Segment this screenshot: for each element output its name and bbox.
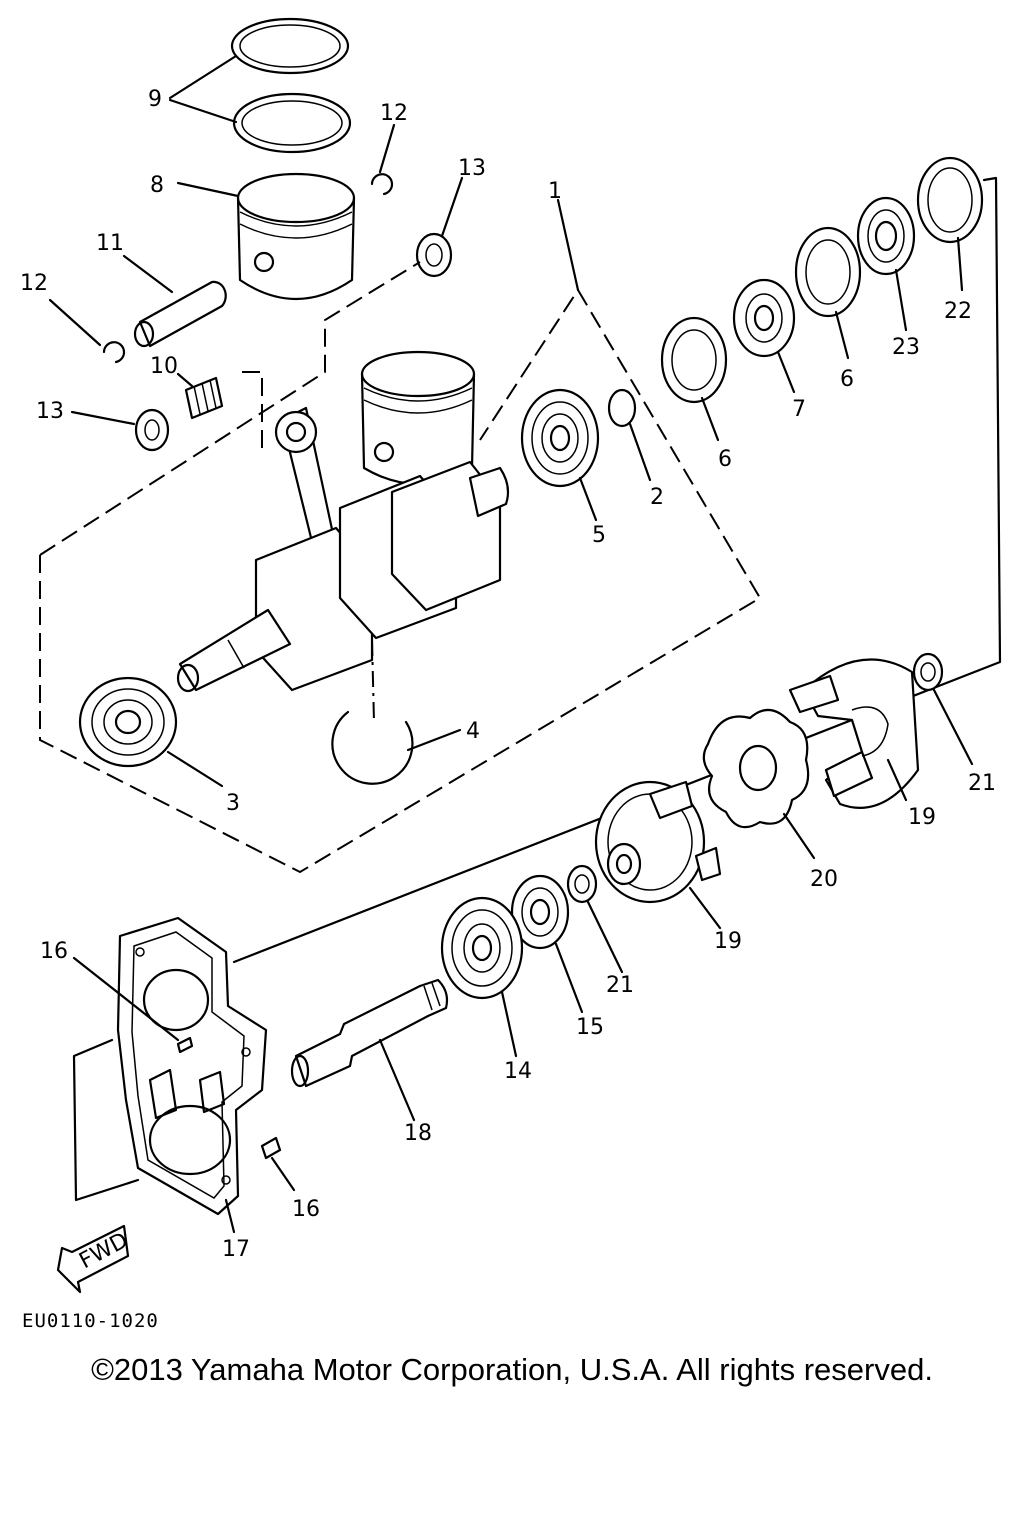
callout-17: 17 xyxy=(222,1237,250,1262)
bearing-7 xyxy=(732,278,796,394)
callout-10: 10 xyxy=(150,354,178,379)
washer-21-upper xyxy=(912,652,974,766)
clip-lower xyxy=(48,298,126,364)
washer-21-lower xyxy=(566,864,624,974)
callout-labels: 9 12 8 13 1 11 12 10 13 22 23 6 7 6 2 5 … xyxy=(20,87,996,1274)
gasket-17 xyxy=(116,916,268,1234)
exploded-parts-diagram: 9 12 8 13 1 11 12 10 13 22 23 6 7 6 2 5 … xyxy=(20,17,1002,1294)
seal-6-lower xyxy=(660,316,728,442)
callout-21-upper: 21 xyxy=(968,771,996,796)
callout-20: 20 xyxy=(810,867,838,892)
bearing-15 xyxy=(510,874,584,1014)
callout-8: 8 xyxy=(150,173,164,198)
callout-4: 4 xyxy=(466,719,480,744)
drive-shaft-18 xyxy=(290,978,449,1122)
callout-16-upper: 16 xyxy=(40,939,68,964)
callout-13-lower: 13 xyxy=(36,399,64,424)
callout-7: 7 xyxy=(792,397,806,422)
callout-19-lower: 19 xyxy=(714,929,742,954)
bearing-3 xyxy=(78,676,224,788)
callout-12-upper: 12 xyxy=(380,101,408,126)
callout-2: 2 xyxy=(650,485,664,510)
piston xyxy=(176,172,356,301)
copyright-notice: ©2013 Yamaha Motor Corporation, U.S.A. A… xyxy=(91,1352,933,1387)
callout-12-lower: 12 xyxy=(20,271,48,296)
callout-3: 3 xyxy=(226,791,240,816)
dowel-pins-16 xyxy=(72,956,296,1192)
piston-pin xyxy=(122,254,227,348)
bearing-5 xyxy=(520,388,600,522)
clip-upper xyxy=(370,123,396,196)
callout-9: 9 xyxy=(148,87,162,112)
callout-6-upper: 6 xyxy=(840,367,854,392)
callout-15: 15 xyxy=(576,1015,604,1040)
callout-22: 22 xyxy=(944,299,972,324)
callout-23: 23 xyxy=(892,335,920,360)
bearing-23 xyxy=(856,196,916,332)
seal-6-upper xyxy=(794,226,862,360)
callout-11: 11 xyxy=(96,231,124,256)
callout-21-lower: 21 xyxy=(606,973,634,998)
washer-lower xyxy=(70,408,170,452)
washer-upper xyxy=(415,176,464,278)
callout-16-lower: 16 xyxy=(292,1197,320,1222)
callout-18: 18 xyxy=(404,1121,432,1146)
drawing-code: EU0110-1020 xyxy=(22,1310,159,1332)
callout-1: 1 xyxy=(548,179,562,204)
piston-rings xyxy=(168,17,352,154)
damper-20 xyxy=(702,708,816,860)
fwd-arrow xyxy=(56,1224,130,1294)
o-ring-2 xyxy=(607,388,652,482)
coupling-19-lower xyxy=(594,780,722,930)
gasket-bracket xyxy=(72,1038,140,1202)
circlip-4 xyxy=(331,639,462,785)
crankshaft-assembly-outline xyxy=(39,198,762,874)
callout-5: 5 xyxy=(592,523,606,548)
needle-bearing xyxy=(176,372,224,420)
crankshaft xyxy=(176,350,510,693)
bearing-14 xyxy=(440,896,524,1058)
coupling-19-upper xyxy=(788,658,920,809)
collar-22 xyxy=(916,156,984,292)
callout-19-upper: 19 xyxy=(908,805,936,830)
callout-13-upper: 13 xyxy=(458,156,486,181)
callout-6-lower: 6 xyxy=(718,447,732,472)
callout-14: 14 xyxy=(504,1059,532,1084)
